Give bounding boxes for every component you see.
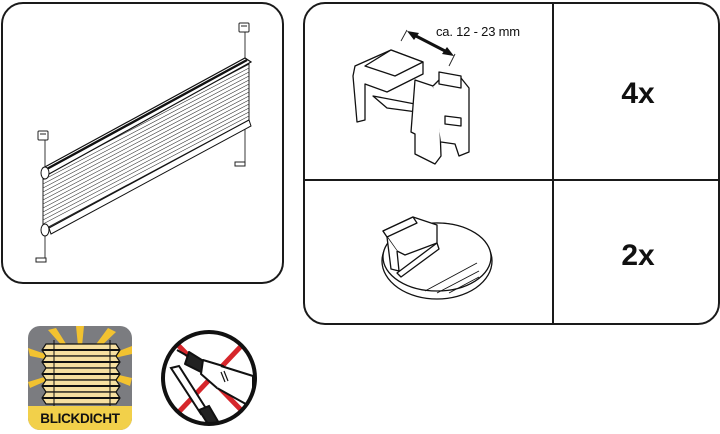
- pleated-blind-illustration: [35, 22, 253, 263]
- quantity-label: 4x: [621, 77, 655, 110]
- column-divider: [552, 4, 554, 323]
- quantity-label: 2x: [621, 239, 655, 272]
- row-divider: [305, 179, 718, 181]
- parts-table: ca. 12 - 23 mm 4x: [303, 2, 720, 325]
- dimension-label: ca. 12 - 23 mm: [436, 24, 520, 39]
- product-illustration-panel: [1, 2, 284, 284]
- sun-rays-icon: [28, 326, 132, 408]
- cord-holder-icon: [381, 216, 493, 300]
- badge-label: BLICKDICHT: [28, 406, 132, 430]
- clamp-bracket-icon: [352, 29, 470, 165]
- no-drilling-icon: [161, 330, 257, 426]
- bracket-top-right-icon: [238, 22, 250, 33]
- opacity-badge: BLICKDICHT: [28, 326, 132, 430]
